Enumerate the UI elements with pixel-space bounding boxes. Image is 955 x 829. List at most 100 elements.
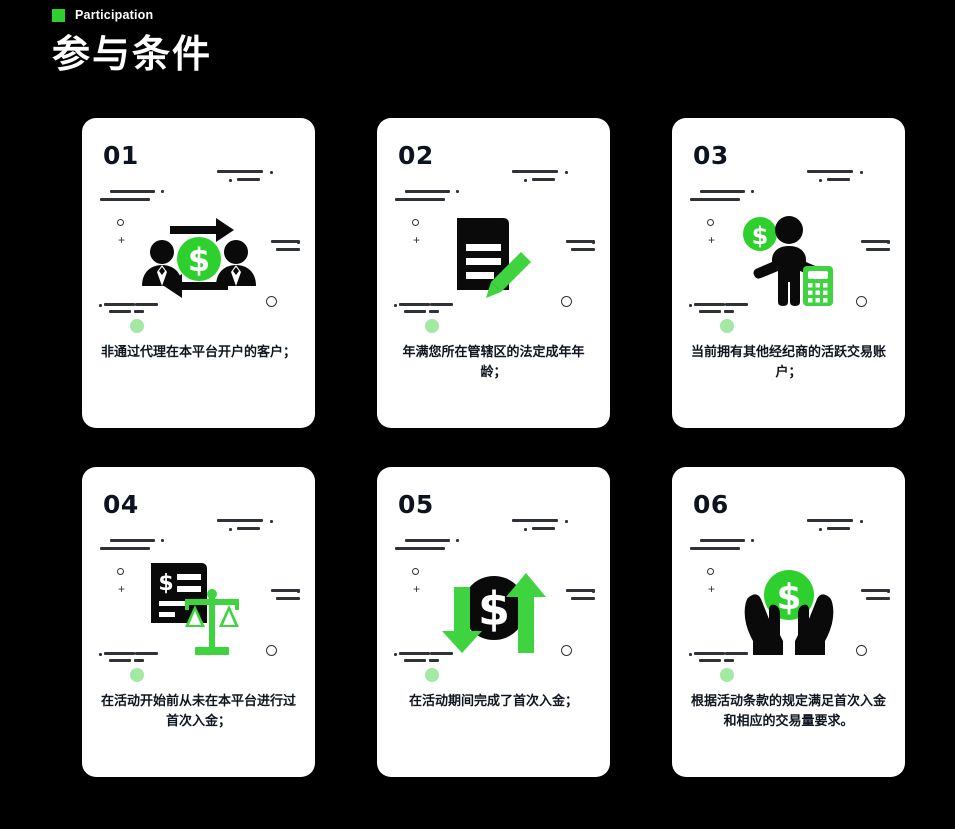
svg-text:$: $ [158, 571, 173, 596]
decor-dash [807, 170, 853, 174]
decor-dot [689, 304, 692, 307]
decor-dash [827, 178, 850, 182]
decor-ring [117, 568, 124, 575]
decor-dash [217, 170, 263, 174]
decor-dot [394, 653, 397, 656]
decor-dash [690, 547, 740, 551]
decor-plus-icon: + [413, 582, 421, 596]
decor-dash [405, 190, 450, 194]
decor-dash [694, 303, 725, 307]
decor-dash [807, 519, 853, 523]
decor-dash [512, 170, 558, 174]
decor-dot [524, 528, 527, 531]
decor-dot [161, 539, 164, 542]
card-number: 05 [398, 490, 434, 519]
decor-ring [266, 296, 277, 307]
decor-dash [571, 248, 595, 252]
decor-dash [271, 240, 300, 244]
decor-dash [109, 310, 131, 314]
decor-green-dot [425, 319, 439, 333]
decor-dash [134, 659, 144, 663]
decor-dot [565, 520, 568, 523]
people-exchange-dollar-icon: $ [82, 210, 315, 310]
decor-dash [512, 519, 558, 523]
conditions-grid: 01 + [82, 118, 907, 777]
decor-dot [99, 653, 102, 656]
decor-dash [430, 303, 453, 307]
decor-dot [751, 190, 754, 193]
decor-plus-icon: + [118, 233, 126, 247]
decor-dash [110, 190, 155, 194]
condition-card-03[interactable]: 03 + $ [672, 118, 905, 428]
card-text: 在活动期间完成了首次入金； [408, 694, 578, 709]
decor-dash [404, 659, 426, 663]
card-text: 年满您所在管辖区的法定成年年龄； [402, 345, 585, 381]
decor-dash [866, 248, 890, 252]
decor-dash [405, 539, 450, 543]
decor-green-dot [425, 668, 439, 682]
card-number: 02 [398, 141, 434, 170]
condition-card-01[interactable]: 01 + [82, 118, 315, 428]
decor-dash [827, 527, 850, 531]
condition-card-05[interactable]: 05 + $ [377, 467, 610, 777]
decor-dot [161, 190, 164, 193]
decor-dash [566, 240, 595, 244]
decor-dot [297, 241, 300, 244]
eyebrow: Participation [52, 6, 212, 24]
svg-text:$: $ [751, 222, 768, 250]
decor-ring [117, 219, 124, 226]
condition-card-04[interactable]: 04 + $ [82, 467, 315, 777]
decor-ring [412, 568, 419, 575]
decor-dash [399, 303, 430, 307]
coin-arrows-updown-icon: $ [377, 559, 610, 659]
decor-green-dot [130, 319, 144, 333]
decor-dash [724, 659, 734, 663]
decor-dot [297, 590, 300, 593]
card-number: 03 [693, 141, 729, 170]
decor-plus-icon: + [118, 582, 126, 596]
decor-plus-icon: + [708, 233, 716, 247]
decor-ring [266, 645, 277, 656]
condition-card-06[interactable]: 06 + $ [672, 467, 905, 777]
decor-dash [276, 597, 300, 601]
card-text: 根据活动条款的规定满足首次入金和相应的交易量要求。 [690, 694, 886, 730]
decor-ring [561, 645, 572, 656]
decor-dot [99, 304, 102, 307]
decor-dash [699, 659, 721, 663]
decor-dash [135, 303, 158, 307]
decor-plus-icon: + [413, 233, 421, 247]
decor-dash [866, 597, 890, 601]
person-dollar-calculator-icon: $ [672, 210, 905, 310]
decor-dot [592, 241, 595, 244]
decor-dot [456, 539, 459, 542]
decor-dash [700, 539, 745, 543]
decor-dash [104, 652, 135, 656]
decor-dot [751, 539, 754, 542]
hands-holding-coin-icon: $ [672, 559, 905, 659]
decor-dash [430, 652, 453, 656]
decor-dot [456, 190, 459, 193]
decor-plus-icon: + [708, 582, 716, 596]
decor-dash [110, 539, 155, 543]
condition-card-02[interactable]: 02 + [377, 118, 610, 428]
decor-dash [429, 310, 439, 314]
decor-dot [270, 520, 273, 523]
card-number: 01 [103, 141, 139, 170]
decor-dash [532, 178, 555, 182]
decor-dash [135, 652, 158, 656]
decor-dot [270, 171, 273, 174]
card-text: 在活动开始前从未在本平台进行过首次入金； [100, 694, 296, 730]
decor-ring [561, 296, 572, 307]
decor-dash [861, 240, 890, 244]
svg-text:$: $ [187, 241, 209, 279]
card-number: 06 [693, 490, 729, 519]
decor-dash [690, 198, 740, 202]
decor-dash [109, 659, 131, 663]
page-title: 参与条件 [52, 32, 213, 76]
decor-dash [395, 547, 445, 551]
svg-text:$: $ [776, 577, 801, 618]
decor-dot [229, 528, 232, 531]
decor-dash [724, 310, 734, 314]
decor-ring [412, 219, 419, 226]
